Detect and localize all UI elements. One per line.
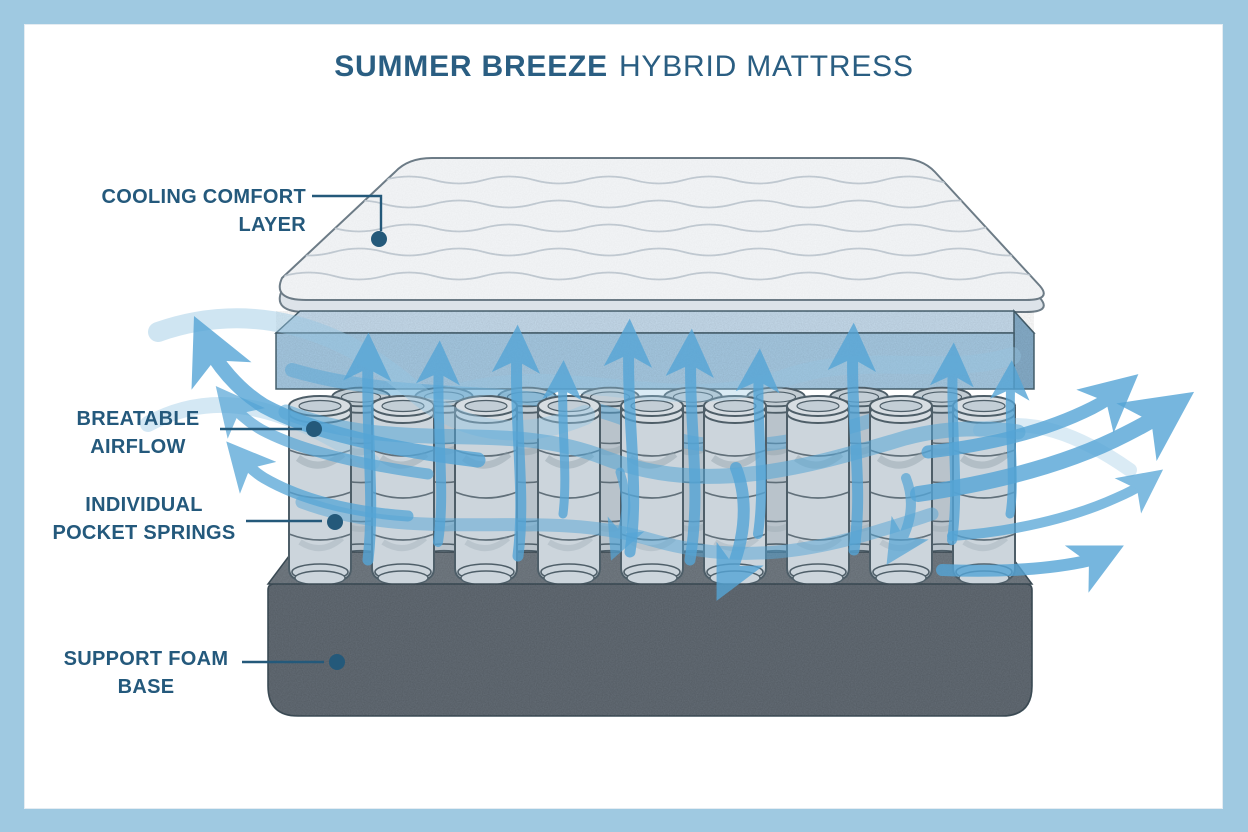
airflow-arrow [278, 404, 1026, 484]
airflow-arrow [191, 316, 486, 468]
callout-dot-airflow [306, 421, 322, 437]
title-secondary: HYBRID MATTRESS [618, 50, 914, 83]
callout-dot-base [329, 654, 345, 670]
support-foam-base [267, 583, 1033, 717]
diagram-title: SUMMER BREEZE HYBRID MATTRESS [0, 50, 1248, 84]
callout-dot-cooling [371, 231, 387, 247]
callout-cooling-comfort-layer: COOLING COMFORT LAYER [42, 184, 306, 239]
airflow-arrow [936, 545, 1124, 593]
callout-label-line: INDIVIDUAL [85, 494, 203, 516]
callout-breatable-airflow: BREATABLE AIRFLOW [62, 406, 214, 461]
airflow-arrow [921, 374, 1139, 459]
comfort-layer-pillow-top [278, 157, 1045, 313]
callout-label-line: SUPPORT FOAM [63, 648, 229, 670]
airflow-arrow [491, 324, 541, 562]
base-front-texture [268, 584, 1032, 716]
airflow-arrow [295, 495, 939, 560]
title-primary: SUMMER BREEZE [334, 50, 608, 83]
airflow-arrow [603, 318, 653, 558]
airflow-arrow [226, 441, 414, 522]
pillow-texture [279, 158, 1044, 300]
airflow-arrow [827, 322, 877, 556]
airflow-arrow [607, 467, 645, 561]
pocket-spring [787, 396, 849, 585]
callout-connector-cooling [312, 194, 383, 231]
callout-individual-pocket-springs: INDIVIDUAL POCKET SPRINGS [50, 492, 238, 547]
callout-label-line: BASE [117, 675, 175, 698]
callout-dot-springs [327, 514, 343, 530]
airflow-arrow [886, 473, 929, 565]
airflow-arrow [910, 391, 1195, 502]
airflow-arrow [735, 348, 780, 539]
callout-label-line: BREATABLE [76, 408, 200, 430]
cooling-layer-texture [276, 311, 1034, 389]
callout-connectors [220, 194, 387, 670]
airflow-arrow [990, 360, 1030, 519]
pocket-spring [372, 396, 434, 585]
airflow-arrow [947, 469, 1164, 541]
airflow-arrow [343, 332, 392, 566]
airflow-arrow [215, 386, 434, 480]
airflow-arrow [542, 360, 582, 519]
airflow-arrow [716, 462, 764, 601]
callout-support-foam-base: SUPPORT FOAM BASE [58, 646, 234, 701]
airflow-arrows [140, 308, 1195, 601]
callout-label-line: AIRFLOW [90, 435, 186, 458]
airflow-arrow [665, 328, 714, 566]
callout-label-line: COOLING COMFORT LAYER [101, 186, 306, 236]
callout-label-line: POCKET SPRINGS [52, 521, 236, 544]
